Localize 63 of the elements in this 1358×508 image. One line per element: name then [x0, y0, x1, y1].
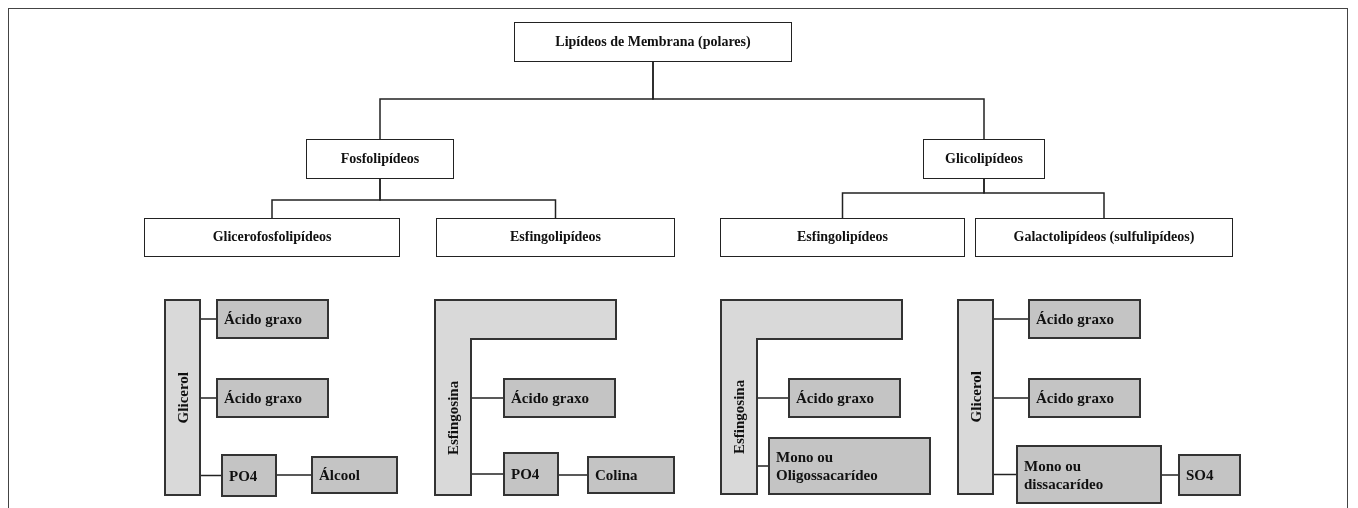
connector-line — [756, 465, 769, 467]
node-label: Ácido graxo — [224, 310, 302, 328]
category-box — [436, 218, 675, 257]
component-box — [216, 299, 329, 339]
node-label: Esfingosina — [729, 378, 748, 457]
component-box — [788, 378, 901, 418]
node-label: SO4 — [1186, 466, 1214, 484]
category-box — [923, 139, 1045, 179]
backbone-shape — [720, 299, 903, 495]
connector-line — [993, 473, 1017, 476]
component-box — [503, 452, 559, 496]
node-label: Mono ou Oligossacarídeo — [776, 448, 879, 484]
connector-line — [276, 474, 312, 476]
node-label: Ácido graxo — [1036, 389, 1114, 407]
connector-line — [200, 318, 217, 320]
connector-line — [993, 397, 1029, 399]
component-box — [587, 456, 675, 494]
node-label: Lipídeos de Membrana (polares) — [555, 33, 751, 51]
node-label: Ácido graxo — [796, 389, 874, 407]
connector-line — [470, 397, 504, 399]
component-box — [216, 378, 329, 418]
component-box — [768, 437, 931, 495]
node-label: PO4 — [229, 466, 258, 485]
node-label: Colina — [595, 466, 638, 484]
component-box — [221, 454, 277, 497]
category-box — [975, 218, 1233, 257]
connector-line — [983, 178, 1105, 219]
component-box — [503, 378, 616, 418]
connector-line — [756, 397, 789, 399]
category-box — [306, 139, 454, 179]
node-label: Fosfolipídeos — [340, 150, 420, 168]
node-label: Esfingolipídeos — [797, 229, 888, 246]
node-label: Mono ou dissacarídeo — [1024, 456, 1105, 493]
component-box — [1028, 378, 1141, 418]
connector-line — [993, 318, 1029, 320]
component-box — [1028, 299, 1141, 339]
connector-line — [200, 474, 222, 477]
node-label: Glicerol — [173, 371, 192, 424]
node-label: Esfingolipídeos — [510, 229, 601, 246]
connector-line — [558, 474, 588, 476]
backbone-bar — [957, 299, 994, 495]
component-box — [1016, 445, 1162, 504]
connector-line — [200, 397, 217, 399]
node-label: PO4 — [511, 465, 540, 483]
node-label: Glicolipídeos — [945, 150, 1023, 168]
node-label: Ácido graxo — [224, 389, 302, 407]
node-label: Galactolipídeos (sulfulipídeos) — [1013, 229, 1195, 246]
connector-line — [470, 473, 504, 475]
node-label: Ácido graxo — [1036, 310, 1114, 328]
category-box — [144, 218, 400, 257]
node-label: Glicerol — [966, 371, 985, 423]
node-label: Glicerofosfolipídeos — [212, 229, 332, 246]
node-label: Álcool — [319, 466, 360, 484]
component-box — [311, 456, 398, 494]
category-box — [720, 218, 965, 257]
component-box — [1178, 454, 1241, 496]
category-box — [514, 22, 792, 62]
connector-line — [379, 178, 557, 219]
node-label: Esfingosina — [443, 379, 462, 457]
connector-line — [1161, 474, 1179, 476]
connector-line — [652, 61, 985, 140]
backbone-bar — [164, 299, 201, 496]
node-label: Ácido graxo — [511, 389, 589, 407]
